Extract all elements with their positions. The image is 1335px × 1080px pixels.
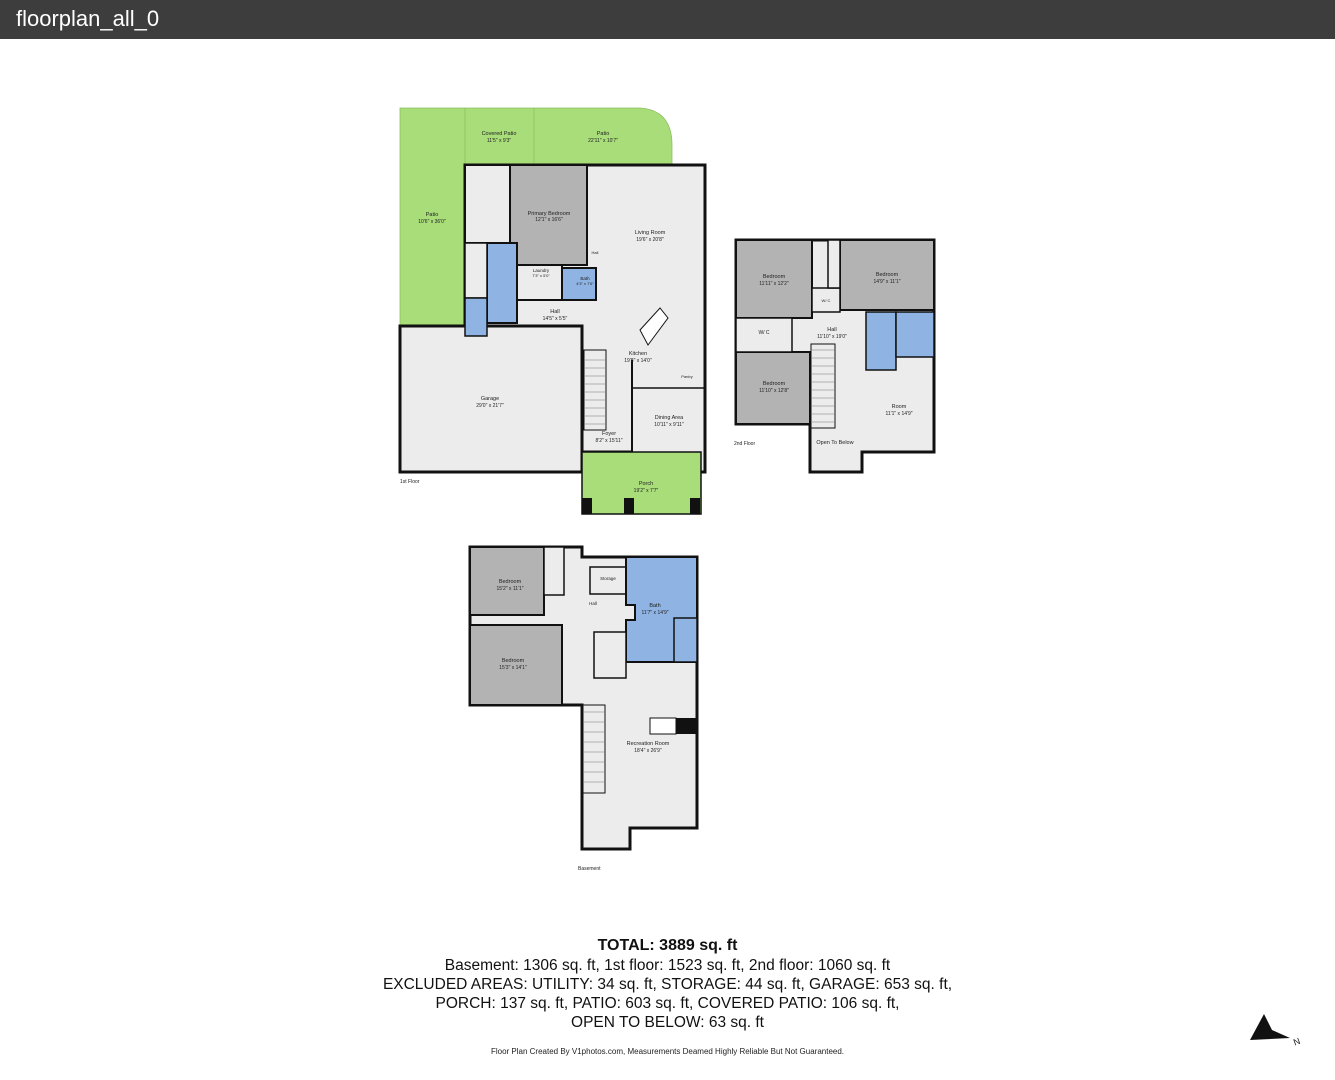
svg-text:14'5" x 5'5": 14'5" x 5'5"	[543, 316, 568, 322]
title-bar: floorplan_all_0	[0, 0, 1335, 39]
svg-text:Dining Area: Dining Area	[655, 415, 684, 421]
svg-text:18'4" x 26'9": 18'4" x 26'9"	[634, 748, 662, 754]
svg-text:Patio: Patio	[426, 212, 439, 218]
svg-text:Storage: Storage	[600, 576, 616, 581]
window-title: floorplan_all_0	[16, 6, 160, 31]
svg-text:Hall: Hall	[827, 327, 836, 333]
svg-text:Bath: Bath	[580, 276, 590, 281]
svg-text:8'2" x 15'11": 8'2" x 15'11"	[595, 438, 622, 444]
svg-text:Garage: Garage	[481, 396, 499, 402]
basement-label: Basement	[578, 866, 601, 872]
summary-line: PORCH: 137 sq. ft, PATIO: 603 sq. ft, CO…	[435, 995, 900, 1012]
svg-text:19'6" x 20'8": 19'6" x 20'8"	[636, 237, 664, 243]
svg-text:Recreation Room: Recreation Room	[627, 741, 670, 747]
basement-bedroom-2	[469, 624, 563, 706]
svg-text:29'0" x 21'7": 29'0" x 21'7"	[476, 403, 504, 409]
svg-text:22'11" x 10'7": 22'11" x 10'7"	[588, 138, 618, 144]
svg-text:Hall: Hall	[589, 601, 597, 606]
svg-text:11'10" x 12'8": 11'10" x 12'8"	[759, 388, 789, 394]
svg-text:7'3" x 5'0": 7'3" x 5'0"	[532, 273, 550, 278]
primary-bath	[486, 242, 518, 324]
first-floor-plan: Patio 10'6" x 36'0" Covered Patio 11'5" …	[398, 107, 707, 515]
svg-text:Bedroom: Bedroom	[763, 381, 786, 387]
porch	[581, 451, 702, 515]
basement-plan: Bedroom 15'2" x 11'1" Storage Hall Bath …	[468, 545, 699, 872]
first-floor-label: 1st Floor	[400, 479, 420, 485]
primary-bedroom	[509, 164, 588, 266]
summary-line: EXCLUDED AREAS: UTILITY: 34 sq. ft, STOR…	[382, 976, 953, 993]
svg-text:11'10" x 19'0": 11'10" x 19'0"	[817, 334, 847, 340]
svg-text:Bedroom: Bedroom	[502, 658, 525, 664]
svg-text:W/ C: W/ C	[822, 298, 831, 303]
bedroom-2a	[735, 239, 813, 319]
svg-text:11'7" x 14'9": 11'7" x 14'9"	[641, 610, 668, 616]
svg-text:Bedroom: Bedroom	[876, 272, 899, 278]
bedroom-2b	[839, 239, 935, 311]
svg-text:Hall: Hall	[592, 250, 599, 255]
svg-text:Bath: Bath	[649, 603, 660, 609]
bath	[561, 267, 597, 301]
svg-text:Hall: Hall	[550, 309, 559, 315]
svg-text:Open To Below: Open To Below	[816, 440, 853, 446]
svg-text:Room: Room	[892, 404, 907, 410]
second-floor-label: 2nd Floor	[734, 441, 755, 447]
basement-bedroom-1	[469, 546, 545, 616]
svg-text:15'3" x 14'1": 15'3" x 14'1"	[499, 665, 527, 671]
svg-text:Primary Bedroom: Primary Bedroom	[528, 211, 571, 217]
svg-text:10'11" x 9'11": 10'11" x 9'11"	[654, 422, 684, 428]
total-area: TOTAL: 3889 sq. ft	[597, 937, 738, 954]
bath-2b	[895, 311, 935, 358]
svg-text:10'6" x 36'0": 10'6" x 36'0"	[418, 219, 446, 225]
svg-text:12'1" x 16'6": 12'1" x 16'6"	[535, 217, 563, 223]
svg-text:Living Room: Living Room	[635, 230, 666, 236]
svg-text:Patio: Patio	[597, 131, 610, 137]
svg-text:W/ C: W/ C	[758, 330, 769, 336]
bath-2a	[865, 311, 897, 371]
summary-line: OPEN TO BELOW: 63 sq. ft	[571, 1014, 764, 1031]
second-floor-plan: Bedroom 11'11" x 12'2" Bedroom 14'9" x 1…	[734, 238, 936, 474]
compass-label: N	[1292, 1036, 1302, 1048]
bedroom-2c	[735, 351, 811, 425]
svg-text:Bedroom: Bedroom	[499, 579, 522, 585]
svg-text:11'5" x 9'3": 11'5" x 9'3"	[487, 138, 511, 144]
north-arrow-icon: N	[1250, 1014, 1302, 1048]
svg-text:Covered Patio: Covered Patio	[482, 131, 517, 137]
svg-text:19'8" x 14'0": 19'8" x 14'0"	[624, 358, 652, 364]
svg-text:Bedroom: Bedroom	[763, 274, 786, 280]
svg-text:Laundry: Laundry	[533, 268, 550, 273]
svg-text:11'11" x 12'2": 11'11" x 12'2"	[759, 281, 789, 287]
svg-text:15'2" x 11'1": 15'2" x 11'1"	[496, 586, 523, 592]
svg-text:Porch: Porch	[639, 481, 653, 487]
svg-text:Pantry: Pantry	[681, 374, 693, 379]
svg-text:19'2" x 7'7": 19'2" x 7'7"	[634, 488, 659, 494]
credit-text: Floor Plan Created By V1photos.com, Meas…	[490, 1047, 845, 1056]
svg-text:4'3" x 7'6": 4'3" x 7'6"	[576, 281, 594, 286]
floorplan-canvas: Patio 10'6" x 36'0" Covered Patio 11'5" …	[398, 107, 936, 872]
svg-text:11'1" x 14'9": 11'1" x 14'9"	[885, 411, 912, 417]
area-summary: TOTAL: 3889 sq. ft Basement: 1306 sq. ft…	[0, 936, 1335, 1032]
svg-text:Kitchen: Kitchen	[629, 351, 647, 357]
svg-text:Foyer: Foyer	[602, 431, 616, 437]
svg-text:14'9" x 11'1": 14'9" x 11'1"	[873, 279, 900, 285]
summary-line: Basement: 1306 sq. ft, 1st floor: 1523 s…	[444, 957, 891, 974]
